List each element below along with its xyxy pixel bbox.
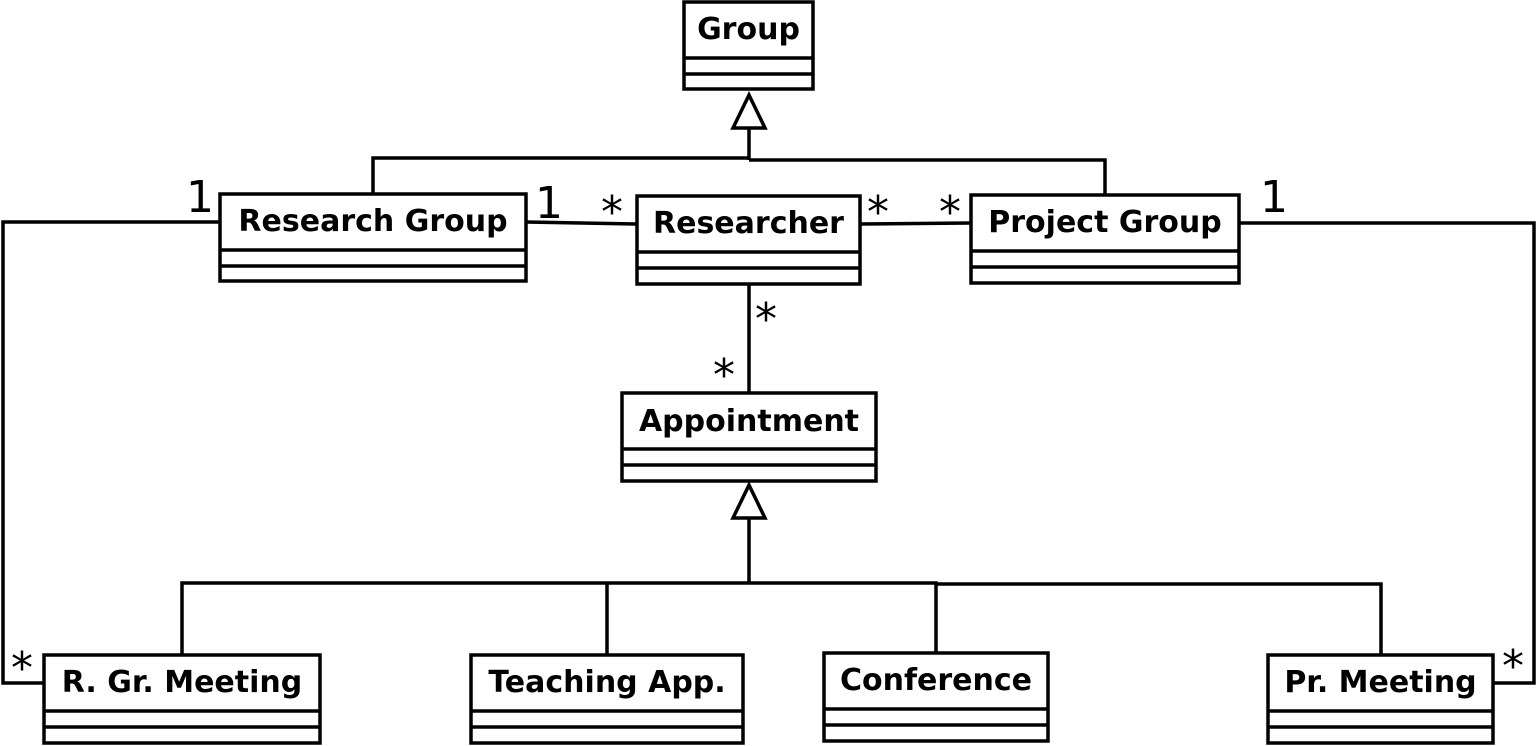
class-name-researcher: Researcher [653, 206, 844, 241]
class-name-group: Group [697, 12, 800, 47]
multiplicity-project-group-from-researcher: * [939, 187, 961, 238]
edge-research-group-to-group [371, 156, 749, 194]
multiplicity-researcher-to-project-group: * [867, 187, 889, 238]
edge-conference-to-appointment [749, 581, 938, 653]
class-conference[interactable]: Conference [822, 651, 1050, 743]
assoc-researcher-project-group [859, 221, 972, 226]
generalization-arrowhead-appointment [730, 480, 768, 520]
multiplicity-pr-meeting: * [1502, 641, 1524, 692]
assoc-research-group-researcher [525, 220, 638, 226]
class-teaching-app[interactable]: Teaching App. [469, 653, 745, 745]
class-research-group[interactable]: Research Group [218, 192, 528, 283]
multiplicity-appointment-from-researcher: * [713, 350, 735, 401]
multiplicity-research-group-left: 1 [186, 172, 214, 223]
multiplicity-project-group-right: 1 [1260, 172, 1288, 223]
assoc-research-group-rgr-meeting [1, 220, 220, 685]
generalization-appointment [180, 480, 1383, 655]
class-name-rgr-meeting: R. Gr. Meeting [62, 665, 302, 700]
class-name-research-group: Research Group [238, 204, 507, 239]
class-pr-meeting[interactable]: Pr. Meeting [1266, 653, 1495, 745]
edge-project-group-to-group [749, 158, 1107, 195]
assoc-project-group-pr-meeting [1239, 221, 1536, 685]
multiplicity-researcher-to-appointment: * [755, 294, 777, 345]
class-group[interactable]: Group [682, 0, 815, 91]
multiplicity-researcher-from-research-group: * [601, 187, 623, 238]
class-researcher[interactable]: Researcher [635, 194, 862, 286]
edge-pr-meeting-to-appointment [936, 582, 1383, 655]
class-name-appointment: Appointment [639, 404, 859, 439]
class-name-pr-meeting: Pr. Meeting [1284, 665, 1476, 700]
class-project-group[interactable]: Project Group [969, 193, 1241, 285]
class-name-teaching-app: Teaching App. [488, 665, 725, 700]
class-rgr-meeting[interactable]: R. Gr. Meeting [42, 653, 322, 745]
generalization-arrowhead-group [730, 90, 768, 130]
class-appointment[interactable]: Appointment [620, 391, 878, 483]
class-name-conference: Conference [840, 663, 1032, 698]
edge-rgr-meeting-to-appointment [180, 581, 749, 655]
multiplicity-research-group-to-researcher: 1 [535, 178, 563, 229]
multiplicity-rgr-meeting: * [11, 643, 33, 694]
class-name-project-group: Project Group [988, 205, 1221, 240]
generalization-group [371, 90, 1107, 195]
